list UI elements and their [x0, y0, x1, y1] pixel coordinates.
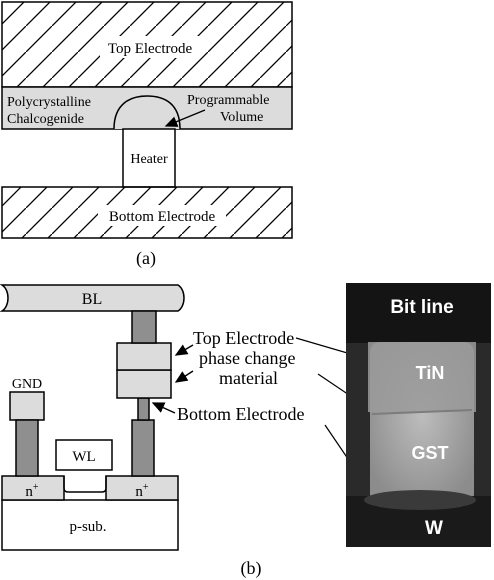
- programmable-volume-dome: [113, 95, 181, 130]
- programmable-arrow: [164, 109, 206, 127]
- top-electrode-block: [116, 342, 172, 371]
- polycrystalline-label-2: Chalcogenide: [7, 112, 84, 127]
- programmable-label-1: Programmable: [187, 93, 269, 108]
- heater-label: Heater: [130, 152, 168, 167]
- phase-change-label-2: material: [219, 368, 278, 388]
- gnd-label: GND: [12, 377, 42, 392]
- caption-a: (a): [136, 248, 156, 269]
- tem-micrograph: Bit line TiN GST W: [346, 283, 491, 547]
- top-plug: [131, 310, 157, 344]
- p-sub-label: p-sub.: [69, 519, 106, 535]
- bit-line: [0, 284, 185, 312]
- n-plus-left-label: n+: [25, 482, 39, 500]
- word-line-gate: [55, 439, 113, 471]
- tem-bit-line-label: Bit line: [390, 297, 453, 318]
- tem-gst-label: GST: [411, 443, 448, 463]
- phase-change-label-1: phase change: [199, 348, 295, 368]
- tem-tin-label: TiN: [416, 363, 445, 383]
- n-plus-right-label: n+: [135, 482, 149, 500]
- phase-change-block: [116, 369, 172, 399]
- top-electrode-label-b: Top Electrode: [193, 328, 294, 348]
- tem-bit-line-band: [346, 283, 491, 343]
- arrow-top-electrode: [174, 344, 194, 356]
- gnd-plug: [15, 419, 39, 477]
- figure-a: Top Electrode Polycrystalline Chalcogeni…: [1, 1, 293, 269]
- caption-b: (b): [241, 558, 262, 579]
- arrow-phase-change: [174, 370, 194, 383]
- drain-plug: [131, 419, 155, 477]
- word-line-label: WL: [72, 449, 95, 465]
- arrow-bottom-electrode: [151, 402, 176, 414]
- n-plus-right: [105, 475, 179, 501]
- tem-tin-region: [368, 342, 476, 412]
- p-substrate: [1, 499, 179, 551]
- tem-w-label: W: [425, 518, 443, 539]
- polycrystalline-label-1: Polycrystalline: [7, 95, 91, 110]
- programmable-label-2: Volume: [220, 110, 263, 125]
- gnd-pad: [9, 391, 45, 421]
- top-electrode-label: Top Electrode: [108, 41, 193, 57]
- bottom-electrode-small: [137, 397, 150, 421]
- bottom-electrode-label-b: Bottom Electrode: [177, 404, 304, 424]
- bottom-electrode-label: Bottom Electrode: [109, 209, 216, 225]
- bit-line-label: BL: [82, 291, 102, 308]
- figure-b-schematic: BL p-sub. n+ n+ GND WL Top Electrode pha…: [0, 284, 399, 579]
